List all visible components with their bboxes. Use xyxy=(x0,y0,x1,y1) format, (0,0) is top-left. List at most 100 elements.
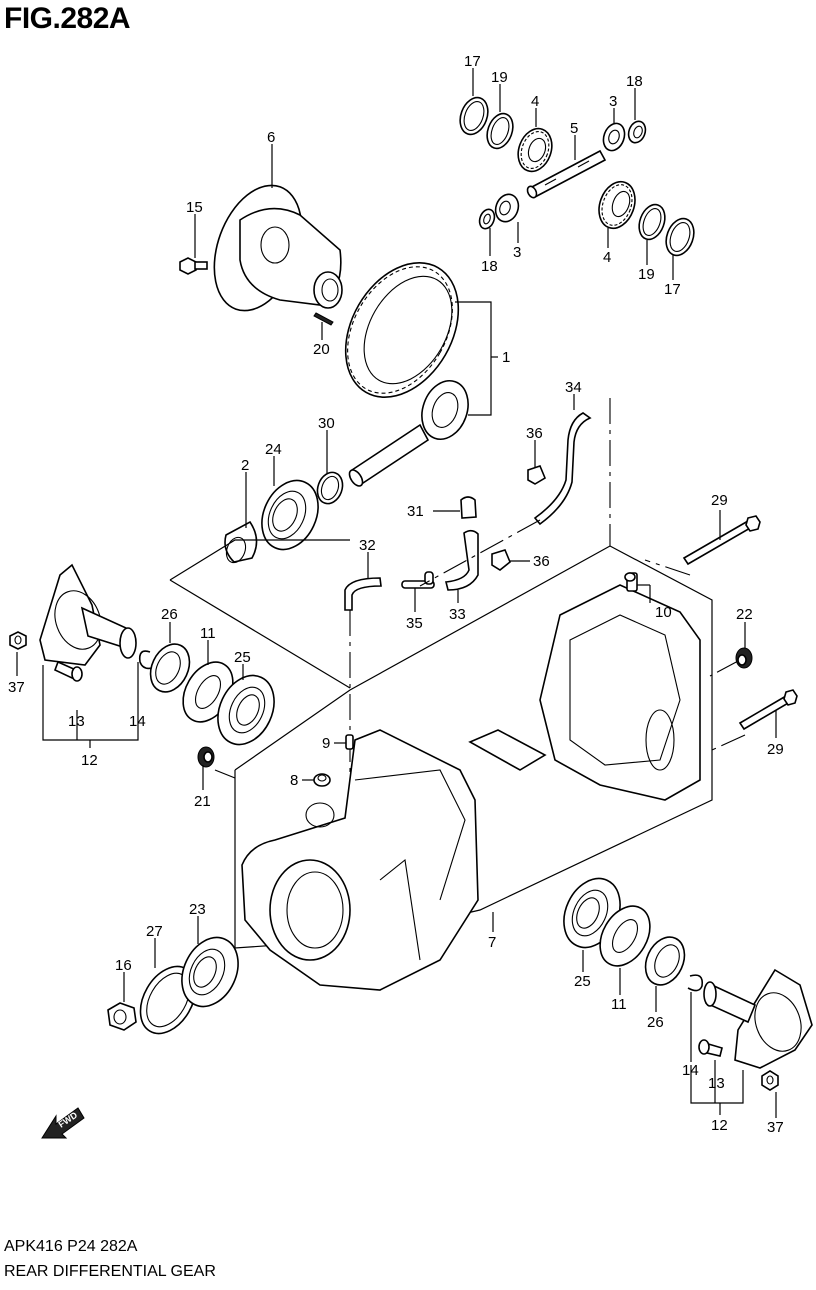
part-19-washer-upper[interactable] xyxy=(483,110,518,152)
part-8-plug[interactable] xyxy=(313,773,331,787)
part-18-washer-upper[interactable] xyxy=(626,119,649,145)
part-3-pinion-gear-upper[interactable] xyxy=(600,120,628,153)
callout-23[interactable]: 23 xyxy=(189,901,206,918)
callout-6[interactable]: 6 xyxy=(267,129,275,146)
callout-17[interactable]: 17 xyxy=(664,281,681,298)
callout-16[interactable]: 16 xyxy=(115,957,132,974)
callout-30[interactable]: 30 xyxy=(318,415,335,432)
part-31-cap[interactable] xyxy=(460,496,477,519)
callout-18[interactable]: 18 xyxy=(626,73,643,90)
callout-29[interactable]: 29 xyxy=(767,741,784,758)
part-2-spacer[interactable] xyxy=(223,520,258,565)
part-14-snap-ring-right[interactable] xyxy=(687,974,704,992)
callout-3[interactable]: 3 xyxy=(513,244,521,261)
callout-25[interactable]: 25 xyxy=(234,649,251,666)
part-30-washer[interactable] xyxy=(313,469,346,507)
callout-32[interactable]: 32 xyxy=(359,537,376,554)
part-1-ring-gear[interactable] xyxy=(323,243,482,418)
part-1-drive-pinion[interactable] xyxy=(347,374,476,488)
callout-20[interactable]: 20 xyxy=(313,341,330,358)
callout-13[interactable]: 13 xyxy=(708,1075,725,1092)
callout-33[interactable]: 33 xyxy=(449,606,466,623)
part-11-shim-right[interactable] xyxy=(590,897,660,974)
callout-28[interactable]: 29 xyxy=(711,492,728,509)
part-23-bearing[interactable] xyxy=(171,928,249,1015)
callout-9[interactable]: 9 xyxy=(322,735,330,752)
part-37-nut-left[interactable] xyxy=(9,631,27,650)
part-25-bearing-left[interactable] xyxy=(207,666,285,753)
part-housing-cover[interactable] xyxy=(539,584,701,801)
callout-24[interactable]: 24 xyxy=(265,441,282,458)
part-29-bolt[interactable] xyxy=(738,689,798,731)
part-17-washer-lower[interactable] xyxy=(661,215,698,260)
callout-27[interactable]: 27 xyxy=(146,923,163,940)
part-4-side-gear-upper[interactable] xyxy=(512,124,557,176)
callout-25[interactable]: 25 xyxy=(574,973,591,990)
callout-13[interactable]: 13 xyxy=(68,713,85,730)
part-33-hose[interactable] xyxy=(445,529,479,591)
part-13-bolt-right[interactable] xyxy=(698,1039,723,1057)
part-26-oil-seal-right[interactable] xyxy=(638,931,692,992)
part-13-bolt-left[interactable] xyxy=(53,660,83,682)
part-10-breather-union[interactable] xyxy=(624,572,638,592)
part-24-bearing[interactable] xyxy=(251,471,329,558)
part-20-pin[interactable] xyxy=(313,312,334,326)
part-16-nut[interactable] xyxy=(107,1002,137,1031)
callout-15[interactable]: 15 xyxy=(186,199,203,216)
part-17-washer-upper[interactable] xyxy=(455,94,492,139)
callout-2[interactable]: 2 xyxy=(241,457,249,474)
callout-11[interactable]: 11 xyxy=(611,996,627,1013)
part-14-snap-ring-left[interactable] xyxy=(138,650,153,670)
callout-1[interactable]: 1 xyxy=(502,349,510,366)
callout-31[interactable]: 31 xyxy=(407,503,424,520)
part-4-side-gear-lower[interactable] xyxy=(593,177,641,234)
callout-37[interactable]: 37 xyxy=(8,679,25,696)
callout-19[interactable]: 19 xyxy=(491,69,508,86)
callout-21[interactable]: 21 xyxy=(194,793,211,810)
callout-36[interactable]: 36 xyxy=(533,553,550,570)
callout-7[interactable]: 7 xyxy=(488,934,496,951)
callout-14[interactable]: 14 xyxy=(682,1062,699,1079)
callout-4[interactable]: 4 xyxy=(531,93,539,110)
part-36-clip-lower[interactable] xyxy=(491,549,511,571)
callout-8[interactable]: 8 xyxy=(290,772,298,789)
callout-19[interactable]: 19 xyxy=(638,266,655,283)
callout-26[interactable]: 26 xyxy=(647,1014,664,1031)
part-34-breather-hose[interactable] xyxy=(533,412,592,526)
part-7-differential-housing[interactable] xyxy=(241,729,479,991)
callout-22[interactable]: 22 xyxy=(736,606,753,623)
callout-17[interactable]: 17 xyxy=(464,53,481,70)
part-19-washer-lower[interactable] xyxy=(635,201,670,243)
part-37-nut-right[interactable] xyxy=(761,1070,779,1091)
callout-34[interactable]: 34 xyxy=(565,379,582,396)
callout-10[interactable]: 10 xyxy=(655,604,672,621)
part-21-plug[interactable] xyxy=(197,746,215,768)
part-6-differential-case[interactable] xyxy=(198,173,343,323)
callout-11[interactable]: 11 xyxy=(200,625,216,642)
part-35-connector[interactable] xyxy=(401,571,435,589)
part-12-side-flange-left[interactable] xyxy=(39,563,137,666)
part-bracket-plate[interactable] xyxy=(468,729,547,771)
part-22-plug[interactable] xyxy=(735,647,753,669)
part-9-dowel-pin[interactable] xyxy=(345,734,354,750)
callout-14[interactable]: 14 xyxy=(129,713,146,730)
part-26-oil-seal-left[interactable] xyxy=(143,638,197,699)
callout-37[interactable]: 37 xyxy=(767,1119,784,1136)
part-3-pinion-gear-lower[interactable] xyxy=(492,191,522,225)
callout-12[interactable]: 12 xyxy=(81,752,98,769)
callout-18[interactable]: 18 xyxy=(481,258,498,275)
callout-4[interactable]: 4 xyxy=(603,249,611,266)
part-12-side-flange-right[interactable] xyxy=(703,968,813,1069)
callout-36[interactable]: 36 xyxy=(526,425,543,442)
callout-5[interactable]: 5 xyxy=(570,120,578,137)
part-18-washer-lower[interactable] xyxy=(477,207,497,231)
part-5-pinion-shaft[interactable] xyxy=(526,149,607,199)
part-36-clip-upper[interactable] xyxy=(527,465,547,485)
part-15-bolt[interactable] xyxy=(179,257,208,275)
callout-26[interactable]: 26 xyxy=(161,606,178,623)
part-32-hose[interactable] xyxy=(344,577,382,611)
part-28-bolt[interactable] xyxy=(682,515,761,566)
callout-3[interactable]: 3 xyxy=(609,93,617,110)
callout-12[interactable]: 12 xyxy=(711,1117,728,1134)
callout-35[interactable]: 35 xyxy=(406,615,423,632)
